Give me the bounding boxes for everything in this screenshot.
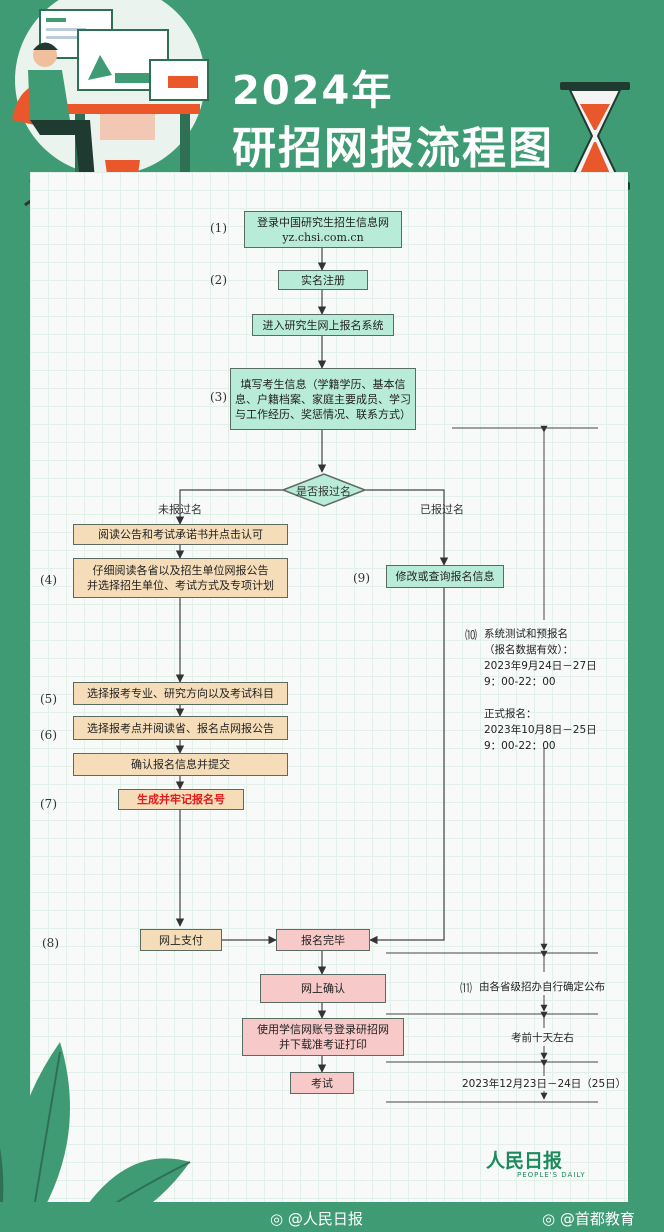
step-number-11: ⑾: [460, 981, 473, 995]
weibo-capital-education: ◎ @首都教育: [542, 1208, 635, 1229]
complete-box: 报名完毕: [276, 929, 370, 951]
title-year: 2024年: [232, 68, 394, 114]
download-ticket-box: 使用学信网账号登录研招网 并下载准考证打印: [242, 1018, 404, 1056]
read-details-line2: 并选择招生单位、考试方式及专项计划: [87, 579, 274, 592]
step-number-6: (6): [40, 728, 57, 742]
online-confirm-box: 网上确认: [260, 974, 386, 1003]
read-details-box: 仔细阅读各省以及招生单位网报公告 并选择招生单位、考试方式及专项计划: [73, 558, 288, 598]
step-number-2: (2): [210, 273, 227, 287]
register-box: 实名注册: [278, 270, 368, 290]
weibo-peoples-daily: ◎ @人民日报: [270, 1208, 363, 1229]
step-number-9: (9): [353, 571, 370, 585]
exam-box: 考试: [290, 1072, 354, 1094]
weibo-icon: ◎: [542, 1210, 556, 1228]
exam-date-note: 2023年12月23日－24日（25日）: [462, 1078, 627, 1090]
fill-info-line1: 填写考生信息（学籍学历、基本信: [240, 377, 406, 391]
weibo-peoples-daily-label: @人民日报: [287, 1210, 363, 1228]
fill-info-box: 填写考生信息（学籍学历、基本信 息、户籍档案、家庭主要成员、学习 与工作经历、奖…: [230, 368, 416, 430]
download-ticket-line2: 并下载准考证打印: [279, 1038, 367, 1051]
step-number-4: (4): [40, 573, 57, 587]
fill-info-line2: 息、户籍档案、家庭主要成员、学习: [235, 392, 411, 406]
modify-info-box: 修改或查询报名信息: [386, 565, 504, 588]
bottom-band: [0, 1202, 664, 1232]
login-site-box: 登录中国研究生招生信息网 yz.chsi.com.cn: [244, 211, 402, 248]
branch-not-registered: 未报过名: [158, 503, 202, 516]
desk-illustration: [12, 0, 209, 207]
step-number-5: (5): [40, 692, 57, 706]
select-site-box: 选择报考点并阅读省、报名点网报公告: [73, 716, 288, 740]
login-site-line1: 登录中国研究生招生信息网: [257, 215, 389, 229]
step-number-10: ⑽: [465, 628, 478, 642]
step-number-1: (1): [210, 221, 227, 235]
schedule-note: 系统测试和预报名 （报名数据有效）： 2023年9月24日－27日 9：00-2…: [484, 628, 597, 752]
enter-system-box: 进入研究生网上报名系统: [252, 314, 394, 336]
weibo-icon: ◎: [270, 1210, 284, 1228]
confirm-submit-box: 确认报名信息并提交: [73, 753, 288, 776]
select-major-box: 选择报考专业、研究方向以及考试科目: [73, 682, 288, 705]
peoples-daily-logo: 人民日报: [486, 1150, 563, 1172]
read-notice-box: 阅读公告和考试承诺书并点击认可: [73, 524, 288, 545]
decision-label: 是否报过名: [296, 485, 351, 498]
step-number-3: (3): [210, 390, 227, 404]
fill-info-line3: 与工作经历、奖惩情况、联系方式）: [235, 407, 411, 421]
page-title: 研招网报流程图: [232, 123, 554, 174]
weibo-capital-education-label: @首都教育: [559, 1210, 635, 1228]
ticket-note: 考前十天左右: [511, 1032, 574, 1044]
login-site-line2: yz.chsi.com.cn: [282, 230, 364, 244]
branch-registered: 已报过名: [420, 503, 464, 516]
step-number-7: (7): [40, 797, 57, 811]
download-ticket-line1: 使用学信网账号登录研招网: [257, 1023, 389, 1036]
peoples-daily-logo-sub: PEOPLE'S DAILY: [517, 1171, 586, 1179]
step-number-8: (8): [42, 936, 59, 950]
confirm-note: 由各省级招办自行确定公布: [479, 981, 605, 993]
generate-number-box: 生成并牢记报名号: [118, 789, 244, 810]
pay-box: 网上支付: [140, 929, 222, 951]
read-details-line1: 仔细阅读各省以及招生单位网报公告: [92, 564, 269, 577]
